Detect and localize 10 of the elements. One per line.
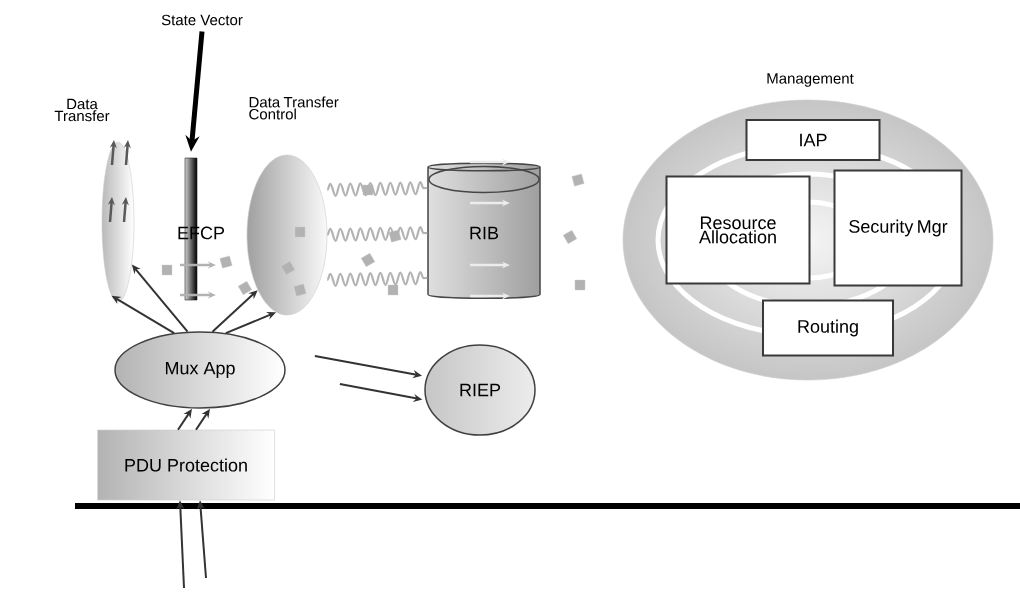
process-box: IAP bbox=[745, 119, 881, 161]
heading: Data Transfer bbox=[54, 98, 110, 122]
heading: Data Transfer Control bbox=[249, 96, 339, 120]
process-box: Routing bbox=[762, 299, 894, 357]
process-box: PDU Protection bbox=[97, 429, 275, 501]
heading: State Vector bbox=[161, 14, 243, 26]
heading: Management bbox=[767, 73, 854, 87]
arrow bbox=[211, 290, 258, 333]
process-box: Resource Allocation bbox=[665, 175, 811, 285]
process-box: Security Mgr bbox=[833, 169, 963, 287]
